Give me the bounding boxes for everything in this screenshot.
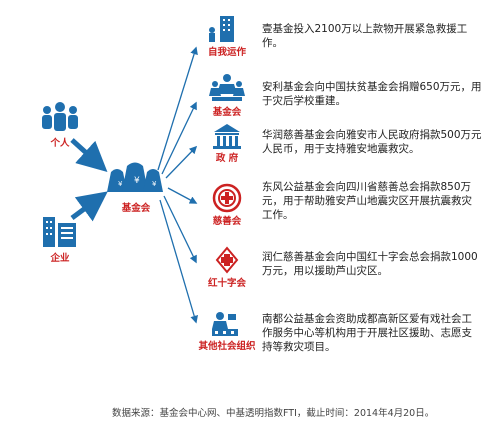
building-self-operation-icon [209,16,234,42]
target-2-label: 基金会 [212,107,242,118]
target-1-text: 壹基金投入2100万以上款物开展紧急救援工作。 [262,23,468,49]
target-self-operation: 自我运作 [200,14,254,58]
footer-source: 数据来源：基金会中心网、中基透明指数FTI，截止时间：2014年4月20日。 [112,408,435,419]
svg-text:¥: ¥ [134,176,140,186]
people-icon [42,102,78,131]
target-other-orgs: 其他社会组织 [190,310,264,352]
svg-text:¥: ¥ [118,180,123,188]
arrow-hub-to-target-5 [163,195,197,264]
source-individual: 个人 [38,100,82,149]
target-charity: 慈善会 [200,183,254,227]
red-cross-icon [215,246,239,274]
target-2-text: 安利基金会向中国扶贫基金会捐赠650万元，用于灾后学校重建。 [262,81,482,107]
source-individual-label: 个人 [50,138,70,149]
government-building-icon [213,124,241,149]
target-foundation: 基金会 [200,72,254,118]
hub-label: 基金会 [121,203,151,214]
hub-foundation: ¥ ¥ ¥ 基金会 [105,158,167,214]
arrow-hub-to-target-1 [157,46,198,171]
target-red-cross: 红十字会 [200,245,254,289]
office-building-icon [43,217,76,247]
svg-text:¥: ¥ [152,180,157,188]
arrow-individual-to-hub [70,138,108,173]
arrow-hub-to-target-3 [165,145,198,179]
target-6-text: 南都公益基金会资助成都高新区爱有戏社会工作服务中心等机构用于开展社区援助、志愿支… [262,313,472,353]
social-organization-icon [212,312,238,336]
source-enterprise: 企业 [40,215,80,264]
arrow-hub-to-target-6 [159,199,198,324]
target-6-label: 其他社会组织 [198,341,256,352]
target-5-label: 红十字会 [207,278,246,289]
arrow-enterprise-to-hub [70,191,108,222]
target-5-text: 润仁慈善基金会向中国红十字会总会捐款1000万元，用以援助芦山灾区。 [262,251,478,277]
money-bags-icon: ¥ ¥ ¥ [107,162,163,192]
source-enterprise-label: 企业 [50,253,70,264]
target-3-label: 政 府 [215,153,239,164]
target-3-text: 华润慈善基金会向雅安市人民政府捐款500万元人民币，用于支持雅安地震救灾。 [262,129,482,155]
target-4-label: 慈善会 [212,216,242,227]
arrow-hub-to-target-2 [161,101,197,175]
target-1-label: 自我运作 [207,47,246,58]
arrow-hub-to-target-4 [167,187,198,204]
target-4-text: 东风公益基金会向四川省慈善总会捐款850万元，用于帮助雅安芦山地震灾区开展抗震救… [262,181,472,221]
charity-emblem-icon [212,183,242,213]
target-government: 政 府 [200,122,254,164]
foundation-people-icon [209,74,245,101]
